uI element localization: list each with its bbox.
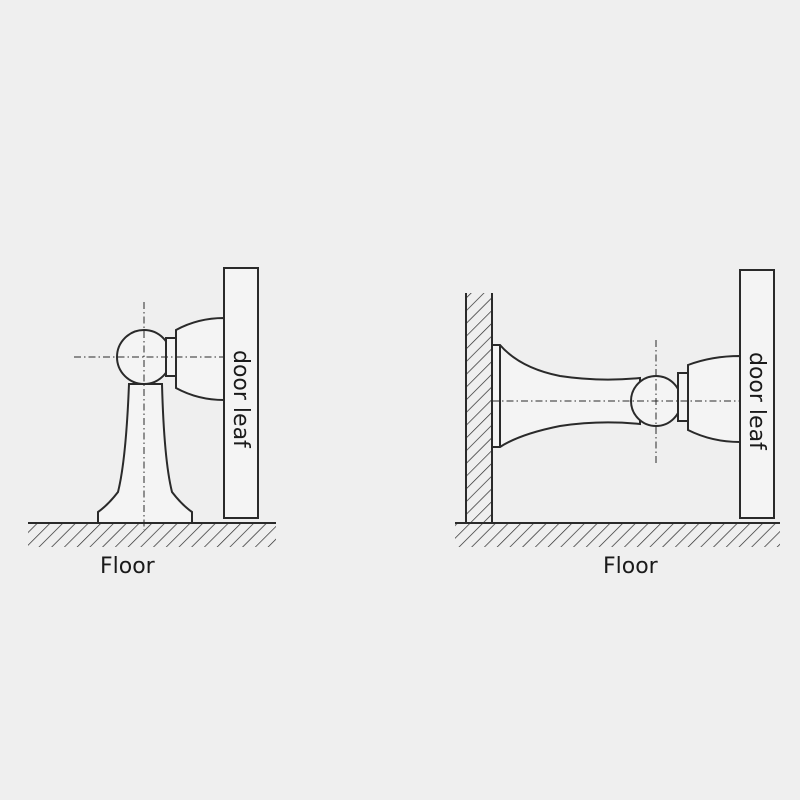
wall-mounted-stopper-view: door leaf Floor [455, 269, 780, 579]
door-leaf-panel-left [223, 267, 259, 519]
door-leaf-label-right: door leaf [744, 352, 769, 451]
door-leaf-panel-right [739, 269, 775, 519]
floor-label-left: Floor [100, 554, 156, 579]
wall-hatch [466, 293, 492, 523]
door-catch-left [175, 316, 225, 402]
floor-hatch-left [28, 523, 276, 547]
catch-ring-right [677, 372, 689, 422]
floor-label-right: Floor [603, 554, 659, 579]
stopper-arm-right [491, 344, 641, 448]
door-catch-right [687, 354, 741, 444]
door-leaf-label-left: door leaf [228, 350, 253, 449]
floor-hatch-right [455, 523, 780, 547]
stopper-base-left [97, 383, 193, 524]
floor-mounted-stopper-view: door leaf Floor [28, 267, 276, 579]
